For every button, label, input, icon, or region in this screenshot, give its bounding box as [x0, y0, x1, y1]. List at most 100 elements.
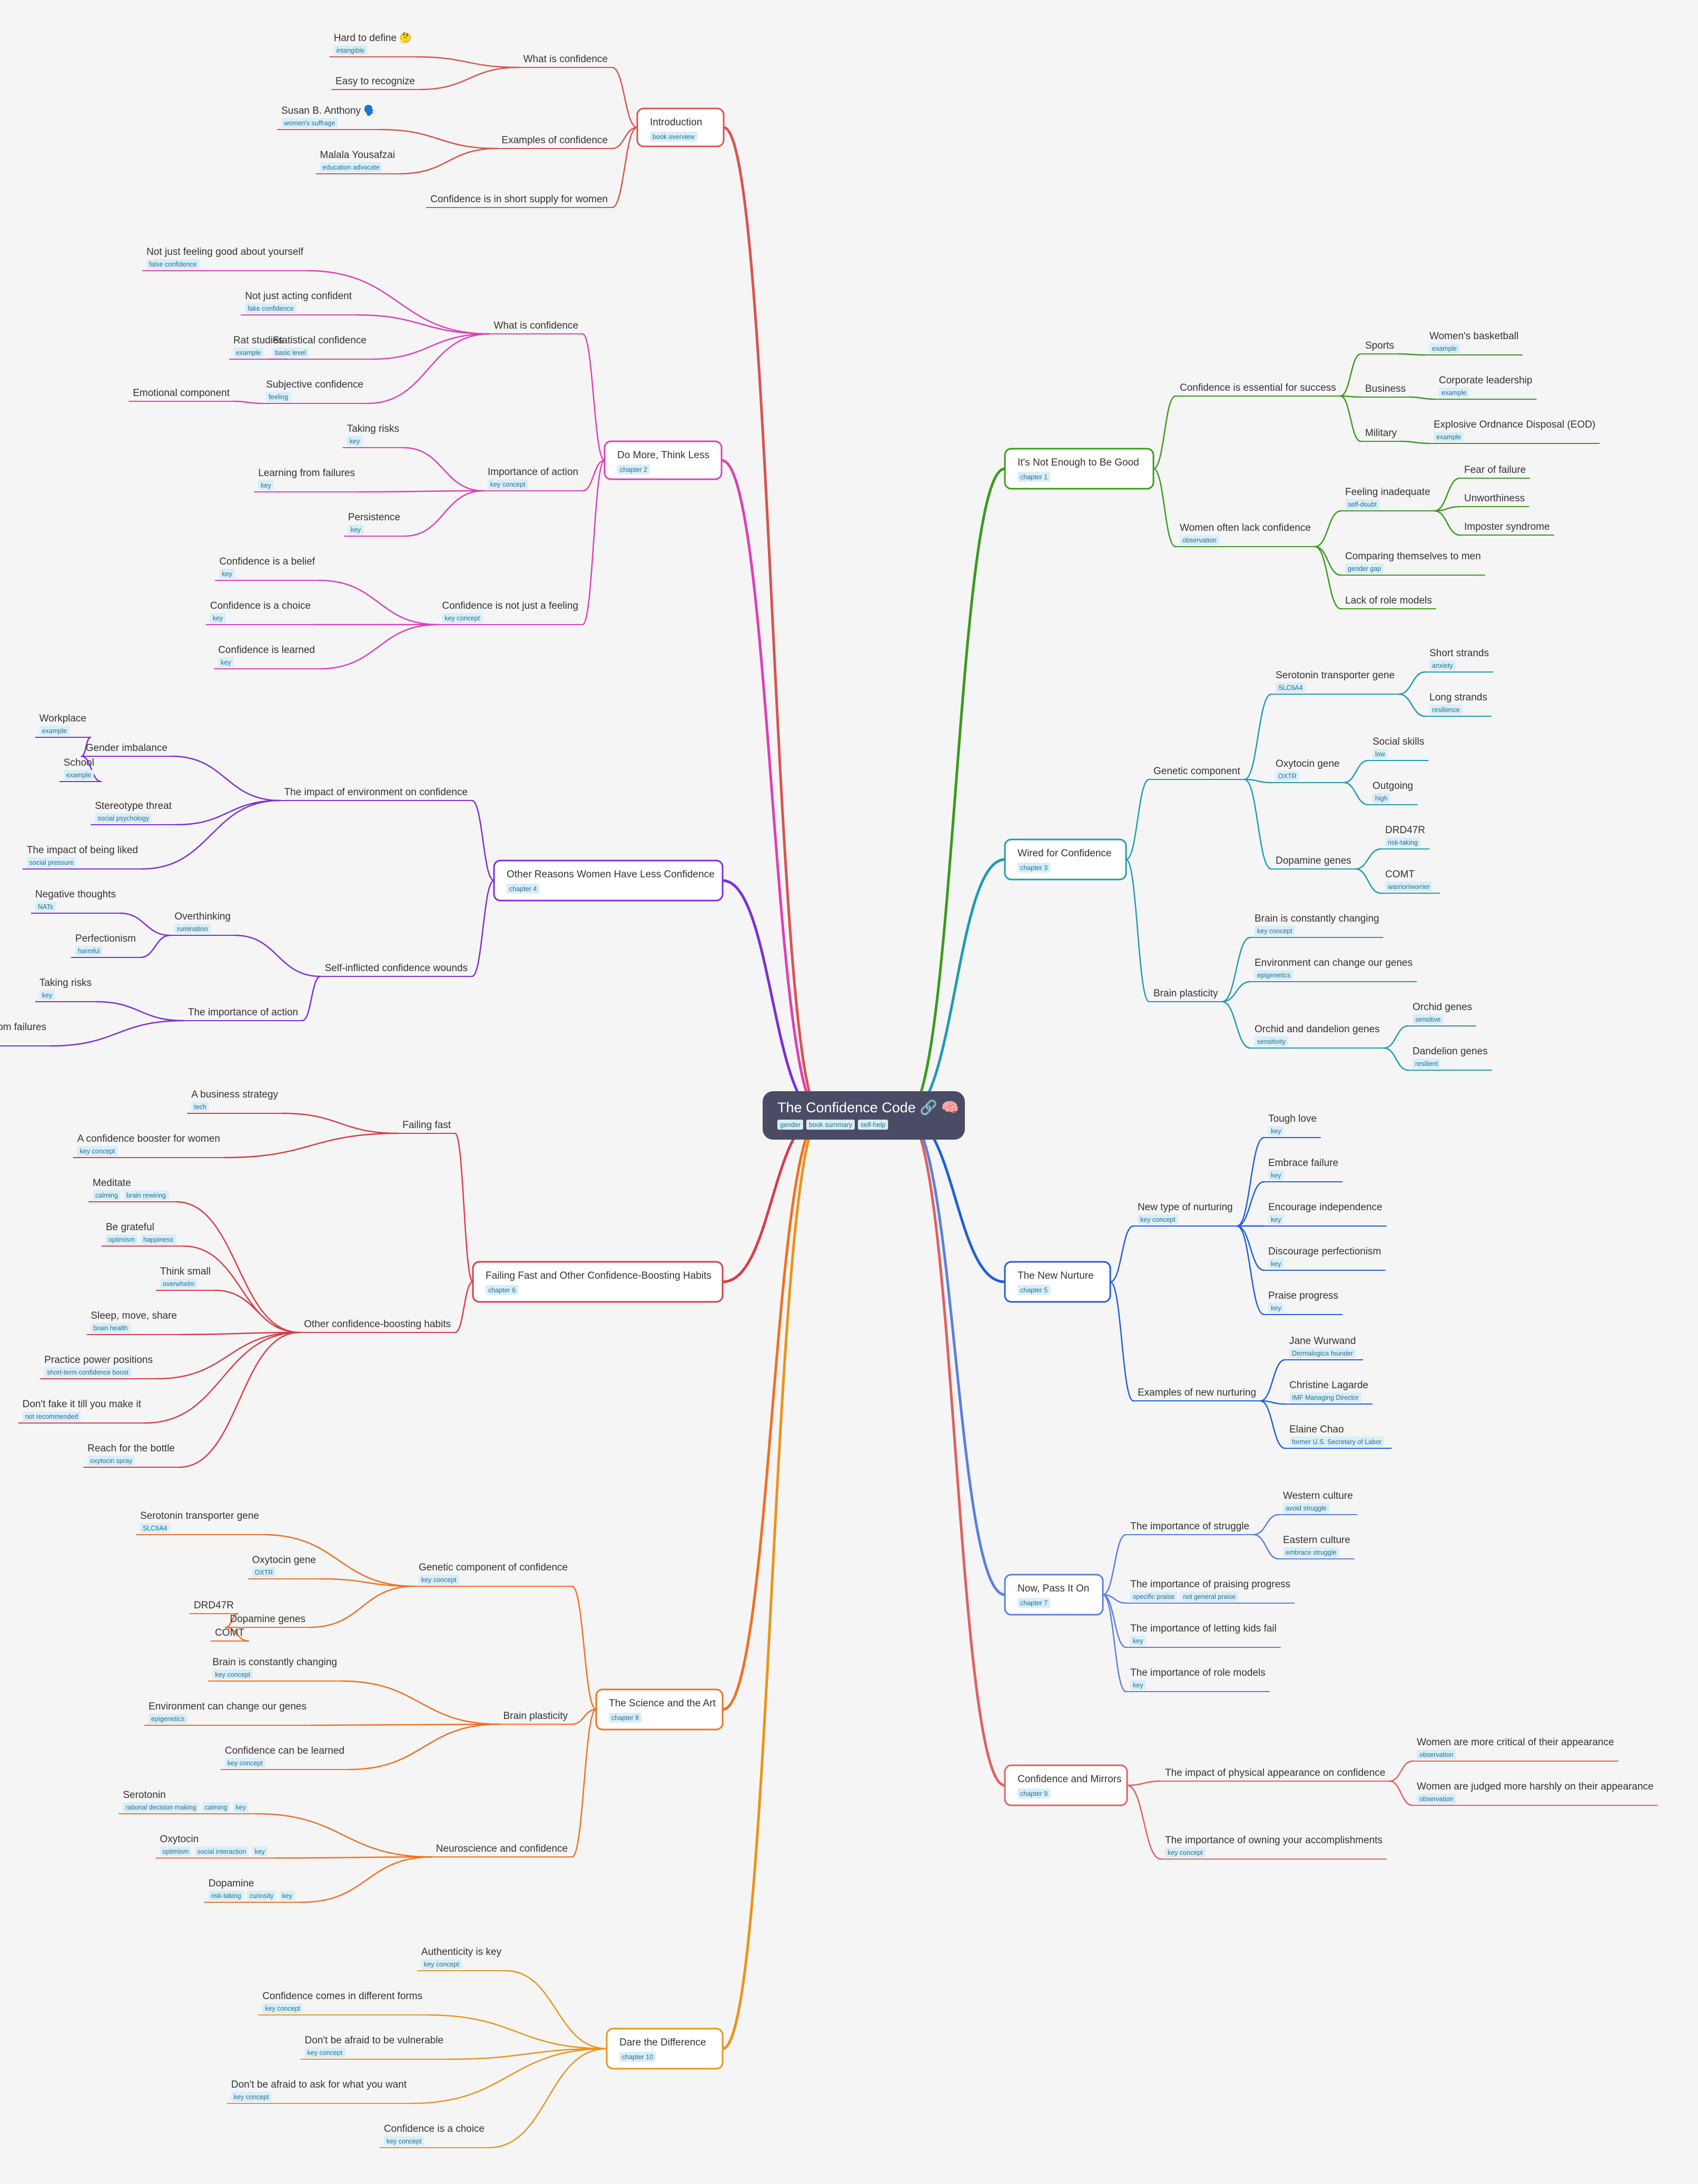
topic-node[interactable]: Women are judged more harshly on their a…: [1417, 1781, 1654, 1804]
chapter-node[interactable]: Failing Fast and Other Confidence-Boosti…: [472, 1261, 724, 1303]
topic-node[interactable]: Sports: [1365, 340, 1394, 351]
topic-node[interactable]: DRD47R: [194, 1600, 234, 1611]
topic-node[interactable]: Easy to recognize: [335, 76, 415, 87]
topic-node[interactable]: Failing fast: [402, 1120, 451, 1131]
topic-node[interactable]: Fear of failure: [1464, 465, 1526, 476]
topic-node[interactable]: Military: [1365, 428, 1397, 439]
topic-node[interactable]: Women are more critical of their appeara…: [1417, 1737, 1614, 1760]
topic-node[interactable]: The importance of struggle: [1130, 1521, 1249, 1532]
topic-node[interactable]: Confidence is in short supply for women: [430, 194, 608, 205]
topic-node[interactable]: The impact of environment on confidence: [284, 787, 468, 798]
topic-node[interactable]: Explosive Ordnance Disposal (EOD)example: [1434, 419, 1595, 442]
topic-node[interactable]: Unworthiness: [1464, 493, 1525, 504]
topic-node[interactable]: Emotional component: [133, 388, 230, 399]
topic-node[interactable]: Gender imbalance: [86, 743, 167, 754]
topic-node[interactable]: Environment can change our genesepigenet…: [149, 1701, 307, 1724]
topic-node[interactable]: COMT: [215, 1627, 244, 1638]
topic-node[interactable]: Examples of new nurturing: [1138, 1387, 1256, 1398]
topic-node[interactable]: Hard to define 🤔intangible: [333, 32, 412, 55]
topic-node[interactable]: Confidence is essential for success: [1180, 382, 1336, 393]
topic-node[interactable]: Imposter syndrome: [1464, 521, 1550, 532]
topic-node[interactable]: Dopamine genes: [1276, 855, 1351, 866]
topic-node[interactable]: What is confidence: [523, 54, 608, 65]
topic-node[interactable]: Examples of confidence: [501, 135, 608, 146]
topic-node[interactable]: Not just feeling good about yourselffals…: [146, 246, 304, 269]
topic-node[interactable]: Genetic component: [1153, 766, 1240, 777]
topic-node[interactable]: Brain plasticity: [504, 1711, 568, 1722]
topic-node[interactable]: The importance of action: [188, 1007, 298, 1018]
topic-node[interactable]: Business: [1365, 383, 1406, 394]
topic-node[interactable]: Other confidence-boosting habits: [304, 1319, 451, 1330]
topic-node[interactable]: Neuroscience and confidence: [436, 1843, 568, 1854]
topic-node[interactable]: What is confidence: [493, 320, 578, 331]
topic-node[interactable]: Don't be afraid to ask for what you want…: [231, 2079, 407, 2102]
chapter-node[interactable]: Other Reasons Women Have Less Confidence…: [493, 859, 724, 902]
topic-node[interactable]: The importance of owning your accomplish…: [1165, 1835, 1383, 1857]
topic-node[interactable]: Environment can change our genesepigenet…: [1255, 957, 1413, 980]
topic-node[interactable]: Self-inflicted confidence wounds: [325, 963, 468, 974]
